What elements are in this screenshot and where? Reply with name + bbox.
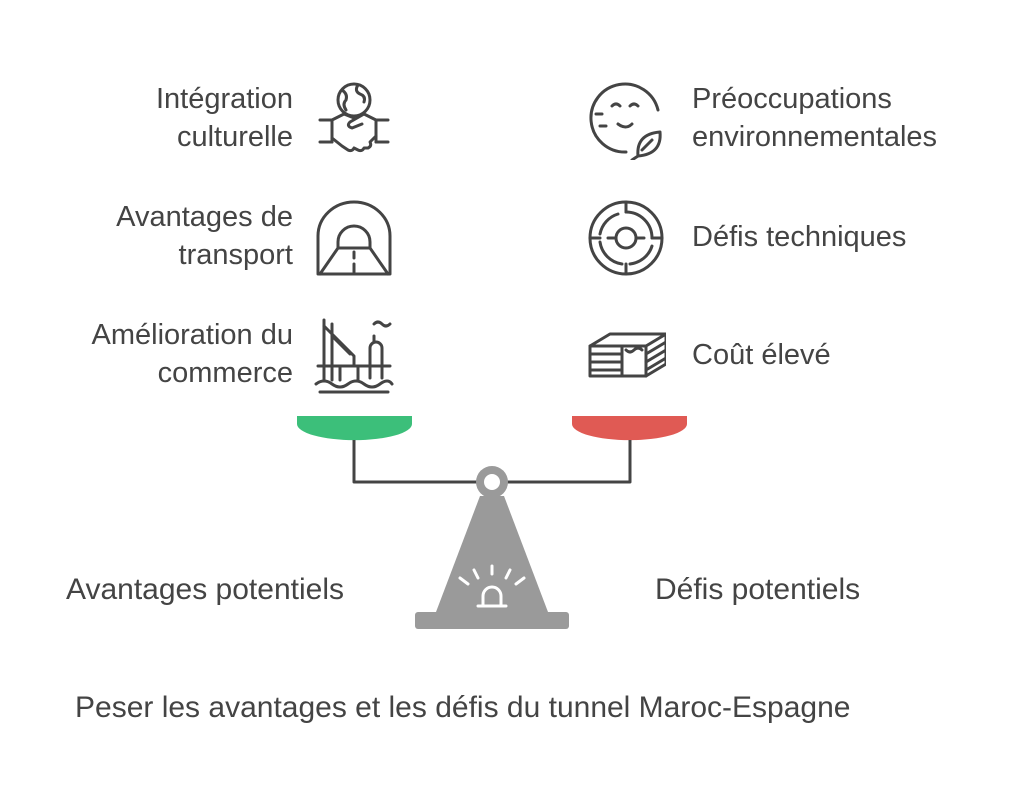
alarm-light-icon bbox=[481, 585, 503, 608]
right-pan bbox=[572, 416, 687, 441]
benefit-label-cultural-integration: Intégration culturelle bbox=[155, 83, 293, 153]
benefit-label-trade: Amélioration du commerce bbox=[91, 319, 294, 389]
diagram-caption: Peser les avantages et les défis du tunn… bbox=[75, 691, 851, 724]
challenge-label-environmental: Préoccupations environnementales bbox=[692, 83, 938, 153]
money-stack-icon bbox=[586, 316, 666, 396]
benefit-label-transport: Avantages de transport bbox=[116, 201, 293, 271]
challenge-label-technical: Défis techniques bbox=[692, 221, 907, 253]
right-arm bbox=[506, 440, 632, 484]
earth-leaf-icon bbox=[586, 80, 666, 160]
tunnel-road-icon bbox=[314, 198, 394, 278]
handshake-globe-icon bbox=[314, 80, 394, 160]
left-title-potential-benefits: Avantages potentiels bbox=[66, 573, 344, 606]
scale-base bbox=[415, 612, 569, 629]
left-pan bbox=[297, 416, 412, 441]
scale-stand bbox=[436, 496, 548, 612]
right-title-potential-challenges: Défis potentiels bbox=[655, 573, 861, 606]
challenge-label-cost: Coût élevé bbox=[692, 339, 831, 371]
left-arm bbox=[352, 440, 478, 484]
port-crane-icon bbox=[314, 316, 394, 396]
maze-target-icon bbox=[586, 198, 666, 278]
